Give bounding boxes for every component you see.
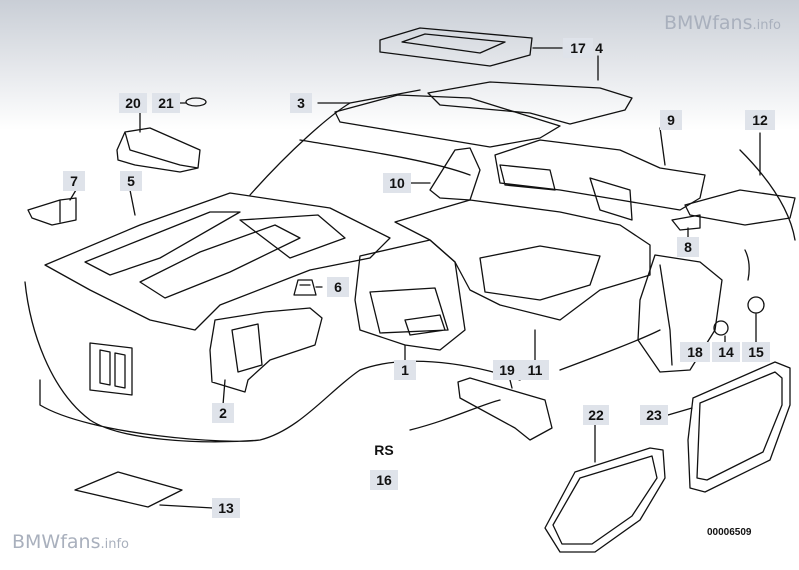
part-3-roof-liner: [334, 94, 561, 148]
part-8-clip: [671, 214, 701, 231]
callout-14: 14: [712, 342, 740, 362]
part-14-grommet: [713, 320, 729, 336]
callout-13: 13: [212, 498, 240, 518]
part-22-side-panel: [544, 447, 666, 553]
part-13-mat: [74, 471, 183, 508]
callout-15: 15: [742, 342, 770, 362]
part-17-sunroof-frame: [379, 27, 533, 67]
callout-3: 3: [290, 93, 312, 113]
part-11-floor-carpet: [394, 199, 651, 321]
callout-5: 5: [120, 171, 142, 191]
part-2-hinge: [209, 307, 323, 393]
watermark-bottom: BMWfans.info: [12, 531, 129, 553]
diagram-code: 00006509: [707, 527, 752, 538]
rs-label: RS: [374, 442, 394, 458]
part-18-wheel-arch-trim: [637, 254, 723, 373]
callout-18: 18: [680, 342, 710, 362]
callout-20: 20: [119, 93, 147, 113]
callout-1: 1: [394, 360, 416, 380]
part-21-plug: [185, 97, 207, 107]
watermark-suffix: .info: [752, 18, 781, 33]
callout-19: 19: [493, 360, 521, 380]
car-body-outline: [24, 89, 796, 443]
watermark-brand: BMWfans: [663, 12, 753, 34]
callout-23: 23: [640, 405, 668, 425]
part-4-roof: [427, 81, 633, 125]
watermark-brand: BMWfans: [12, 531, 101, 553]
callout-11: 11: [521, 360, 549, 380]
callout-21: 21: [152, 93, 180, 113]
callout-4: 4: [595, 40, 603, 56]
part-19-strip: [457, 377, 553, 441]
callout-12: 12: [745, 110, 775, 130]
callout-9: 9: [660, 110, 682, 130]
part-20-tray: [116, 127, 201, 173]
watermark-suffix: .info: [100, 537, 130, 552]
callout-22: 22: [583, 405, 609, 425]
part-7-bracket: [27, 197, 77, 226]
part-23-side-panel: [687, 361, 791, 493]
callout-7: 7: [63, 171, 85, 191]
part-5-trunk-lid-trim: [44, 192, 391, 331]
tail-light: [89, 342, 133, 396]
callout-6: 6: [327, 277, 349, 297]
part-6-clip: [293, 279, 317, 296]
part-12-rear-shelf: [684, 189, 796, 226]
callout-2: 2: [212, 403, 234, 423]
watermark-top: BMWfans.info: [664, 12, 781, 34]
part-9-parcel-shelf: [494, 139, 706, 221]
part-15-plug: [747, 296, 765, 314]
callout-16: 16: [370, 470, 398, 490]
callout-8: 8: [677, 237, 699, 257]
part-10-side-bolster: [429, 147, 481, 201]
callout-17: 17: [563, 38, 593, 58]
callout-10: 10: [383, 173, 411, 193]
